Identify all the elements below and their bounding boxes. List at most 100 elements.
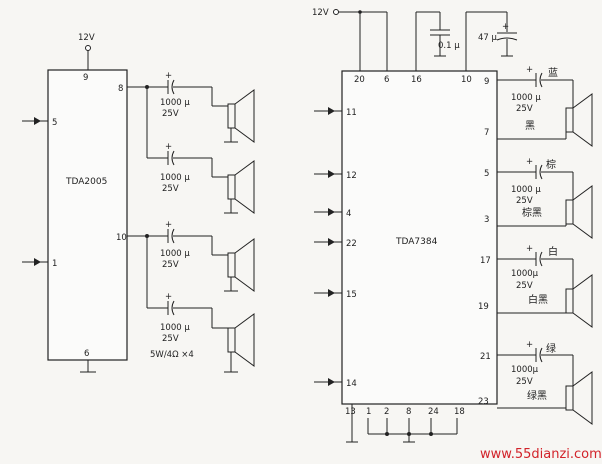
tda2005-chip bbox=[47, 69, 128, 361]
right-inputs: 11 12 4 22 15 14 bbox=[314, 107, 357, 389]
pin-1: 1 bbox=[366, 407, 371, 417]
pin-pos: 17 bbox=[480, 256, 491, 266]
right-supply-terminal bbox=[333, 9, 339, 15]
cap-voltage: 25V bbox=[516, 281, 533, 291]
pin-12: 12 bbox=[346, 171, 357, 181]
cap-plate bbox=[171, 228, 175, 244]
cap-value: 1000µ bbox=[511, 269, 539, 279]
pin-pos: 5 bbox=[484, 169, 489, 179]
right-output-4: 21 + 绿 1000µ 25V 23 绿黑 bbox=[478, 340, 593, 425]
svg-text:+: + bbox=[526, 157, 533, 167]
pin-20: 20 bbox=[354, 75, 365, 85]
cap-voltage: 25V bbox=[516, 377, 533, 387]
svg-text:+: + bbox=[165, 292, 172, 302]
speaker-note: 5W/4Ω ×4 bbox=[150, 350, 194, 360]
wire-color: 棕 bbox=[546, 158, 556, 171]
input-arrow-icon bbox=[328, 107, 335, 115]
left-branch-3: + 1000 µ 25V bbox=[147, 220, 255, 292]
cap-47u-plate bbox=[496, 37, 518, 41]
cap-value: 1000 µ bbox=[511, 93, 541, 103]
cap-value: 1000µ bbox=[511, 365, 539, 375]
right-output-1: 9 + 蓝 1000 µ 25V 7 黑 bbox=[484, 65, 593, 147]
input-arrow-icon bbox=[328, 238, 335, 246]
pin-18: 18 bbox=[454, 407, 465, 417]
pin-15: 15 bbox=[346, 290, 357, 300]
pin-10: 10 bbox=[461, 75, 472, 85]
cap-voltage: 25V bbox=[162, 109, 179, 119]
input-arrow-icon bbox=[328, 170, 335, 178]
cap-plate bbox=[171, 150, 175, 166]
speaker-icon bbox=[227, 103, 236, 129]
cap-47u-label: 47 µ bbox=[478, 33, 498, 43]
svg-text:+: + bbox=[165, 71, 172, 81]
cap-voltage: 25V bbox=[162, 260, 179, 270]
pin-14: 14 bbox=[346, 379, 357, 389]
wire-color: 绿黑 bbox=[527, 389, 547, 402]
pin-22: 22 bbox=[346, 239, 357, 249]
wire-color: 蓝 bbox=[548, 67, 558, 79]
cap-plate bbox=[171, 300, 175, 316]
pin-6: 6 bbox=[384, 75, 389, 85]
pin-2: 2 bbox=[384, 407, 389, 417]
left-pin-gnd: 6 bbox=[84, 349, 89, 359]
cap-value: 1000 µ bbox=[160, 323, 190, 333]
cap-value: 1000 µ bbox=[160, 98, 190, 108]
left-pin-vcc: 9 bbox=[83, 73, 88, 83]
pin-4: 4 bbox=[346, 209, 351, 219]
svg-text:+: + bbox=[502, 22, 509, 32]
wire-color: 白黑 bbox=[528, 293, 548, 306]
cap-voltage: 25V bbox=[516, 104, 533, 114]
input-arrow-icon bbox=[328, 208, 335, 216]
speaker-icon bbox=[565, 107, 574, 133]
svg-text:+: + bbox=[526, 244, 533, 254]
pin-24: 24 bbox=[428, 407, 439, 417]
pin-neg: 23 bbox=[478, 397, 489, 407]
left-supply-label: 12V bbox=[78, 33, 95, 43]
input-arrow-icon bbox=[328, 289, 335, 297]
pin-neg: 19 bbox=[478, 302, 489, 312]
tda2005-label: TDA2005 bbox=[65, 177, 107, 187]
svg-text:+: + bbox=[526, 65, 533, 75]
left-supply-terminal bbox=[85, 45, 91, 51]
cap-value: 1000 µ bbox=[160, 173, 190, 183]
svg-text:+: + bbox=[165, 142, 172, 152]
wire-color: 绿 bbox=[546, 342, 556, 355]
speaker-icon bbox=[565, 385, 574, 411]
wire-color: 白 bbox=[548, 245, 558, 258]
pin-13: 13 bbox=[345, 407, 356, 417]
tda2005-circuit: TDA2005 12V 9 5 1 6 8 10 + bbox=[22, 33, 255, 373]
cap-plate bbox=[171, 79, 175, 95]
left-pin-out2: 10 bbox=[116, 233, 127, 243]
speaker-icon bbox=[565, 199, 574, 225]
speaker-icon bbox=[565, 288, 574, 314]
right-output-3: 17 + 白 1000µ 25V 19 白黑 bbox=[478, 244, 593, 328]
pin-neg: 3 bbox=[484, 215, 489, 225]
watermark: www.55dianzi.com bbox=[480, 447, 602, 462]
cap-voltage: 25V bbox=[516, 196, 533, 206]
cap-value: 1000 µ bbox=[511, 185, 541, 195]
svg-text:+: + bbox=[165, 220, 172, 230]
left-branch-2: + 1000 µ 25V bbox=[147, 142, 255, 214]
cap-value: 1000 µ bbox=[160, 249, 190, 259]
pin-8: 8 bbox=[406, 407, 411, 417]
tda7384-label: TDA7384 bbox=[395, 237, 438, 247]
speaker-icon bbox=[227, 174, 236, 200]
pin-pos: 9 bbox=[484, 77, 489, 87]
wire-color: 棕黑 bbox=[522, 206, 542, 219]
tda7384-circuit: TDA7384 12V 0.1 µ + 47 µ 20 6 16 10 bbox=[312, 8, 593, 443]
right-output-2: 5 + 棕 1000 µ 25V 3 棕黑 bbox=[484, 157, 593, 239]
cap-voltage: 25V bbox=[162, 334, 179, 344]
left-pin-in1: 5 bbox=[52, 118, 57, 128]
left-branch-4: + 1000 µ 25V bbox=[147, 292, 255, 373]
left-input2-arrow bbox=[34, 258, 41, 266]
tda7384-chip bbox=[341, 70, 498, 405]
left-pin-out1: 8 bbox=[118, 84, 123, 94]
wire-color: 黑 bbox=[525, 120, 535, 132]
left-branch-1: + 1000 µ 25V bbox=[147, 71, 255, 143]
pin-pos: 21 bbox=[480, 352, 491, 362]
cap-0.1u-label: 0.1 µ bbox=[438, 41, 460, 51]
svg-text:+: + bbox=[526, 340, 533, 350]
left-input1-arrow bbox=[34, 117, 41, 125]
